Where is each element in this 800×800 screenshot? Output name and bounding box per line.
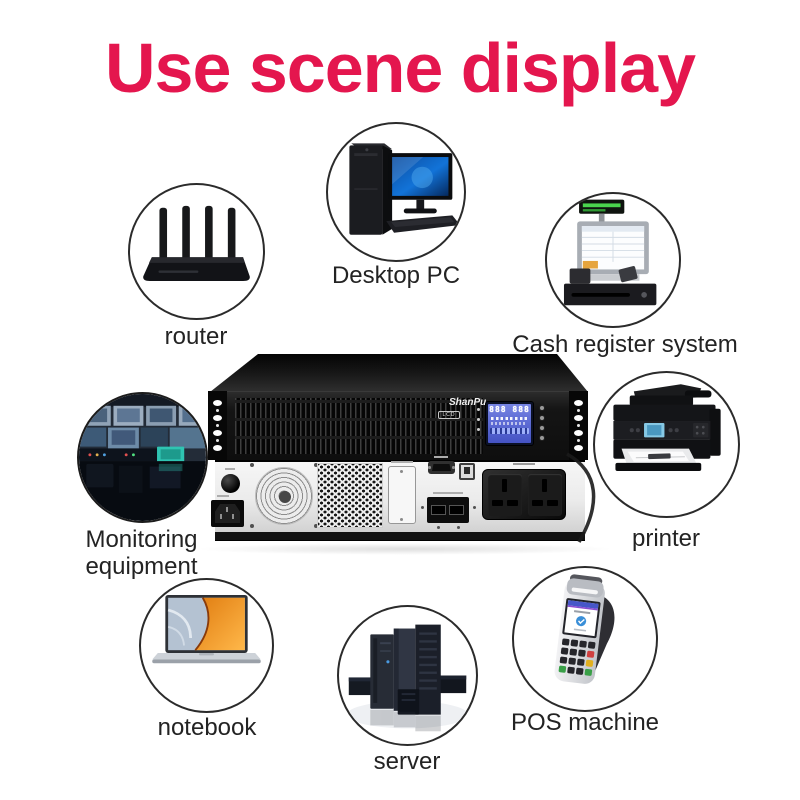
lcd-right-buttons <box>539 405 545 441</box>
scene-circle-server <box>337 605 478 746</box>
server-icon <box>346 624 469 732</box>
circuit-breaker <box>221 474 240 493</box>
output-label <box>513 463 535 465</box>
page-title: Use scene display <box>105 29 696 107</box>
output-sockets <box>482 469 566 520</box>
scene-circle-notebook <box>139 578 274 713</box>
scene-label-pos-machine: POS machine <box>510 709 660 736</box>
scene-circle-pos-machine <box>512 566 658 712</box>
lcd-left-buttons <box>477 408 480 431</box>
monitoring-equipment-icon <box>79 394 206 521</box>
inlet-label <box>217 495 229 497</box>
ups-device: ShanPu LCD 888 888 <box>195 350 615 555</box>
scene-label-server: server <box>373 748 441 775</box>
cash-register-icon <box>563 199 657 306</box>
scene-label-notebook: notebook <box>157 714 257 741</box>
slot-label <box>391 461 413 463</box>
front-vent-grille <box>235 398 483 454</box>
scene-circle-desktop-pc <box>326 122 466 262</box>
fan-screw <box>250 463 254 467</box>
external-battery-connector <box>427 497 469 523</box>
scene-circle-monitoring <box>77 392 208 523</box>
breaker-label <box>225 468 235 470</box>
scene-label-monitoring: Monitoring equipment <box>85 526 198 580</box>
lcd-digits: 888 888 <box>489 405 530 414</box>
lcd-icon-row <box>491 417 528 420</box>
scene-label-router: router <box>164 323 228 350</box>
ac-inlet <box>211 500 244 527</box>
desktop-pc-icon <box>349 143 461 235</box>
rack-ear-right <box>569 391 588 460</box>
uk-socket <box>488 474 522 516</box>
batt-screw <box>421 506 424 509</box>
lcd-status-row <box>491 422 526 425</box>
ups-base-strip <box>215 532 585 541</box>
brand-text: ShanPu <box>449 397 487 408</box>
cooling-fan <box>255 467 313 525</box>
ups-brand: ShanPu LCD <box>417 397 486 419</box>
fan-screw <box>314 463 318 467</box>
fan-screw <box>250 524 254 528</box>
brand-badge: LCD <box>438 411 460 419</box>
serial-port <box>428 461 455 474</box>
batt-screw <box>457 526 460 529</box>
scene-label-printer: printer <box>631 525 701 552</box>
scene-label-cash-register: Cash register system <box>512 331 738 358</box>
notebook-icon <box>152 594 261 664</box>
printer-icon <box>613 384 721 472</box>
batt-screw <box>473 506 476 509</box>
fan-screw <box>314 524 318 528</box>
serial-label <box>434 456 448 458</box>
lcd-display: 888 888 <box>486 402 533 445</box>
pos-machine-icon <box>554 574 615 684</box>
hex-vent-grille <box>317 463 383 528</box>
scene-circle-printer <box>593 371 740 518</box>
usb-port <box>459 463 475 480</box>
uk-socket <box>528 474 562 516</box>
scene-circle-router <box>128 183 265 320</box>
scene-label-desktop-pc: Desktop PC <box>331 262 461 289</box>
ups-shadow <box>195 543 615 555</box>
power-cord <box>566 452 596 543</box>
lcd-screen: 888 888 <box>488 404 531 443</box>
battery-label <box>433 492 463 494</box>
router-icon <box>143 205 250 281</box>
rack-ear-left <box>208 391 227 460</box>
scene-circle-cash-register <box>545 192 681 328</box>
lcd-bottom-bar <box>490 428 529 434</box>
batt-screw <box>437 526 440 529</box>
ups-top-face <box>210 354 588 392</box>
option-slot-cover <box>388 466 416 524</box>
